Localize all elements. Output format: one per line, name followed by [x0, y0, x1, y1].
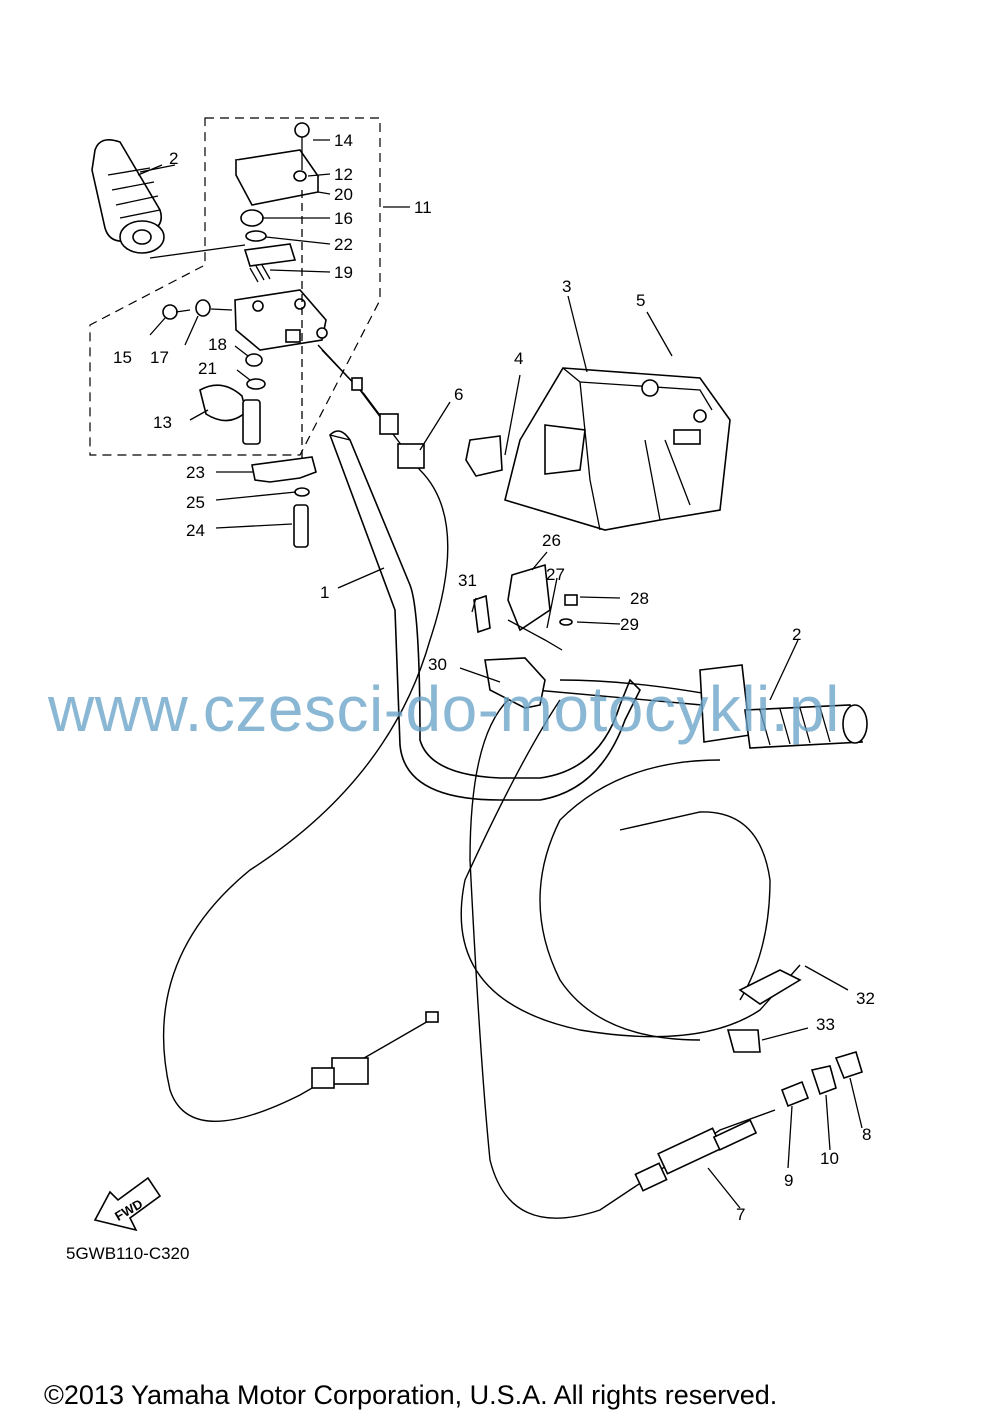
- callout-25: 25: [186, 493, 205, 512]
- handlebar: [329, 430, 641, 801]
- cable-6: [162, 344, 449, 1122]
- callout-18: 18: [208, 335, 227, 354]
- assembly-11-dashed-outline: [89, 117, 381, 456]
- callout-1: 1: [320, 583, 329, 602]
- callout-6: 6: [454, 385, 463, 404]
- callout-12: 12: [334, 165, 353, 184]
- callout-3: 3: [562, 277, 571, 296]
- callout-7: 7: [736, 1205, 745, 1224]
- fwd-arrow: FWD: [93, 1176, 162, 1232]
- callout-9: 9: [784, 1171, 793, 1190]
- master-cylinder-assembly: [162, 122, 328, 548]
- callout-22: 22: [334, 235, 353, 254]
- callout-4: 4: [514, 349, 523, 368]
- callout-32: 32: [856, 989, 875, 1008]
- callout-15: 15: [113, 348, 132, 367]
- callout-numbers: 1 2 2 3 4 5 6 7 8 9 10 11 12 13 14 15 16…: [113, 131, 875, 1224]
- right-grip: [534, 664, 868, 749]
- callout-5: 5: [636, 291, 645, 310]
- callout-28: 28: [630, 589, 649, 608]
- callout-21: 21: [198, 359, 217, 378]
- callout-17: 17: [150, 348, 169, 367]
- callout-11: 11: [414, 198, 432, 217]
- switch-assembly: [473, 563, 578, 709]
- callout-29: 29: [620, 615, 639, 634]
- callout-14: 14: [334, 131, 353, 150]
- leader-lines: [139, 139, 863, 1209]
- callout-8: 8: [862, 1125, 871, 1144]
- callout-19: 19: [334, 263, 353, 282]
- left-grip: [91, 139, 246, 259]
- switch-housing: [465, 367, 731, 531]
- callout-20: 20: [334, 185, 353, 204]
- callout-33: 33: [816, 1015, 835, 1034]
- callout-30: 30: [428, 655, 447, 674]
- watermark-url: www.czesci-do-motocykli.pl: [48, 673, 840, 745]
- callout-13: 13: [153, 413, 172, 432]
- callout-24: 24: [186, 521, 205, 540]
- copyright-notice: ©2013 Yamaha Motor Corporation, U.S.A. A…: [44, 1380, 778, 1410]
- drawing-code: 5GWB110-C320: [66, 1244, 190, 1263]
- callout-16: 16: [334, 209, 353, 228]
- callout-2-right: 2: [792, 625, 801, 644]
- callout-2-left: 2: [169, 149, 178, 168]
- callout-26: 26: [542, 531, 561, 550]
- callout-31: 31: [458, 571, 477, 590]
- callout-23: 23: [186, 463, 205, 482]
- callout-27: 27: [546, 565, 565, 584]
- callout-10: 10: [820, 1149, 839, 1168]
